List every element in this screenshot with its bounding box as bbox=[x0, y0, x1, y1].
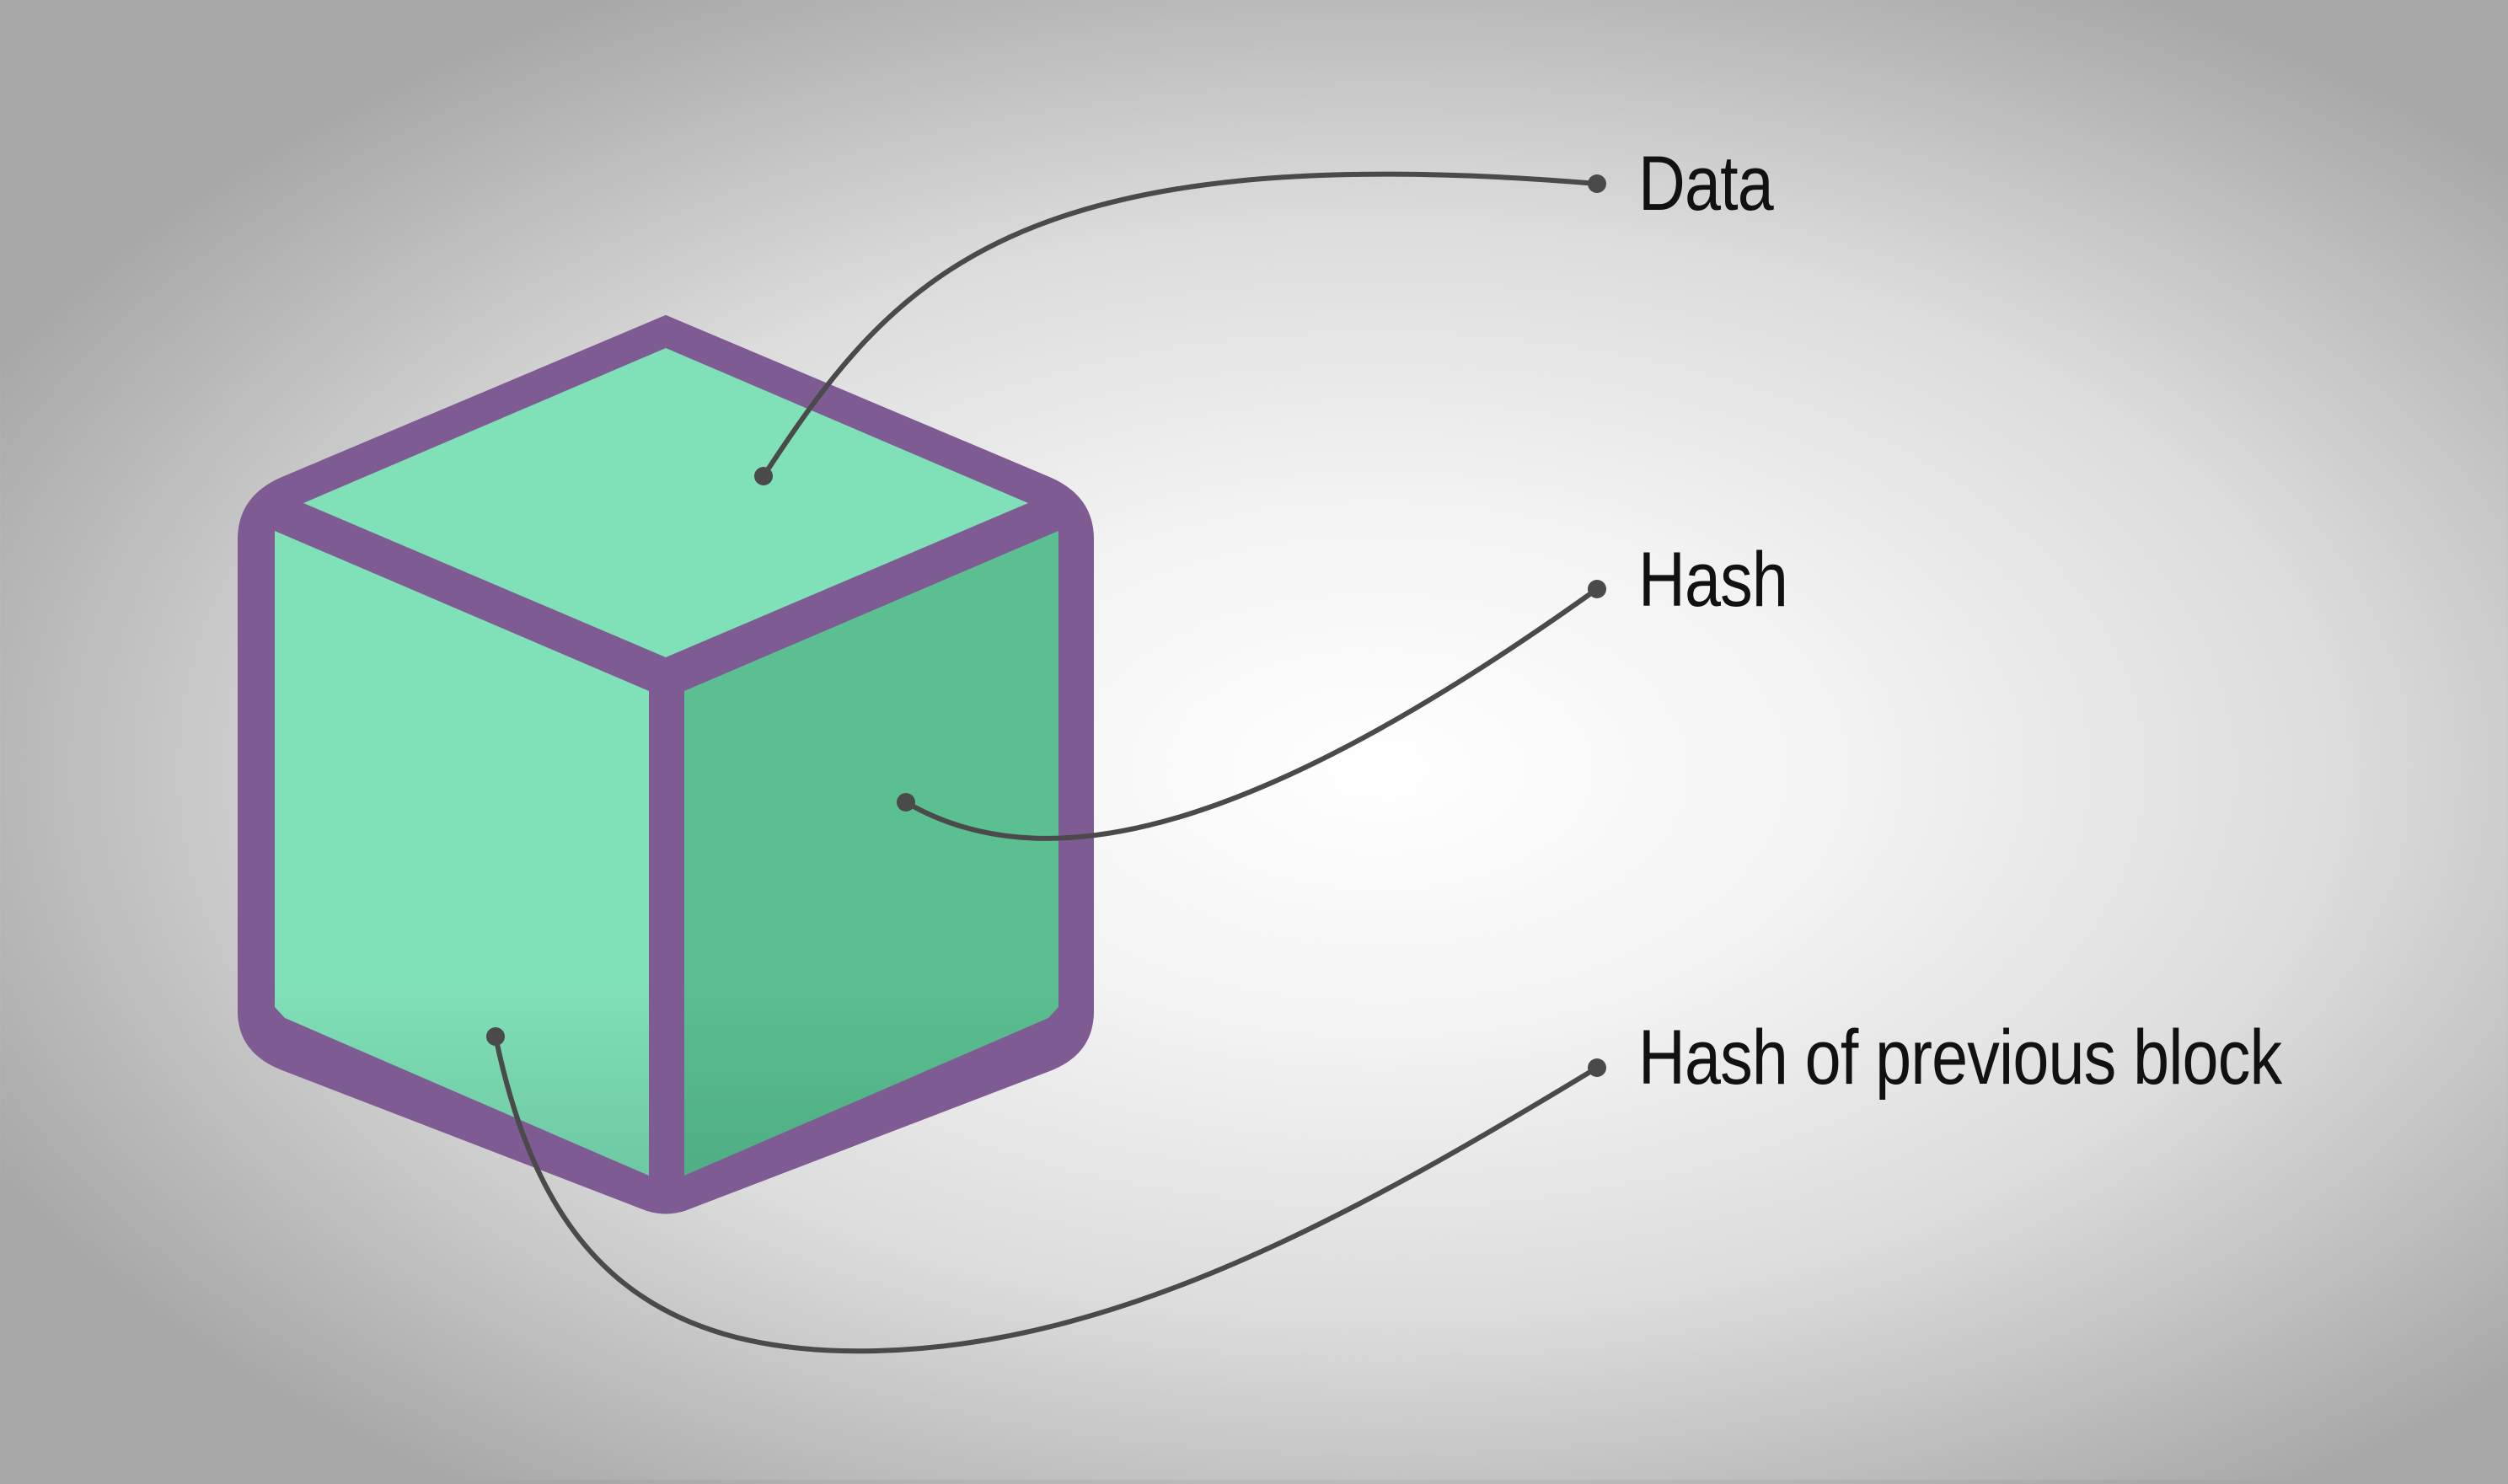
connector-dots bbox=[486, 174, 1606, 1077]
connector-hash bbox=[903, 587, 1600, 841]
label-previous-hash: Hash of previous block bbox=[1638, 1015, 2282, 1101]
connector-data bbox=[761, 171, 1600, 479]
connector-prev-hash bbox=[493, 1034, 1600, 1354]
dot-prev-cube bbox=[486, 1027, 505, 1046]
cube-left-face bbox=[275, 531, 649, 1176]
dot-data-cube bbox=[754, 467, 773, 485]
label-hash: Hash bbox=[1638, 537, 1788, 623]
connectors bbox=[493, 171, 1600, 1354]
dot-prev-label bbox=[1588, 1058, 1606, 1077]
cube-right-face bbox=[684, 531, 1058, 1176]
dot-hash-cube bbox=[897, 793, 915, 812]
cube-icon bbox=[238, 315, 1094, 1214]
dot-data-label bbox=[1588, 174, 1606, 193]
dot-hash-label bbox=[1588, 580, 1606, 598]
cube-top-face bbox=[303, 348, 1028, 657]
label-data: Data bbox=[1638, 141, 1774, 227]
